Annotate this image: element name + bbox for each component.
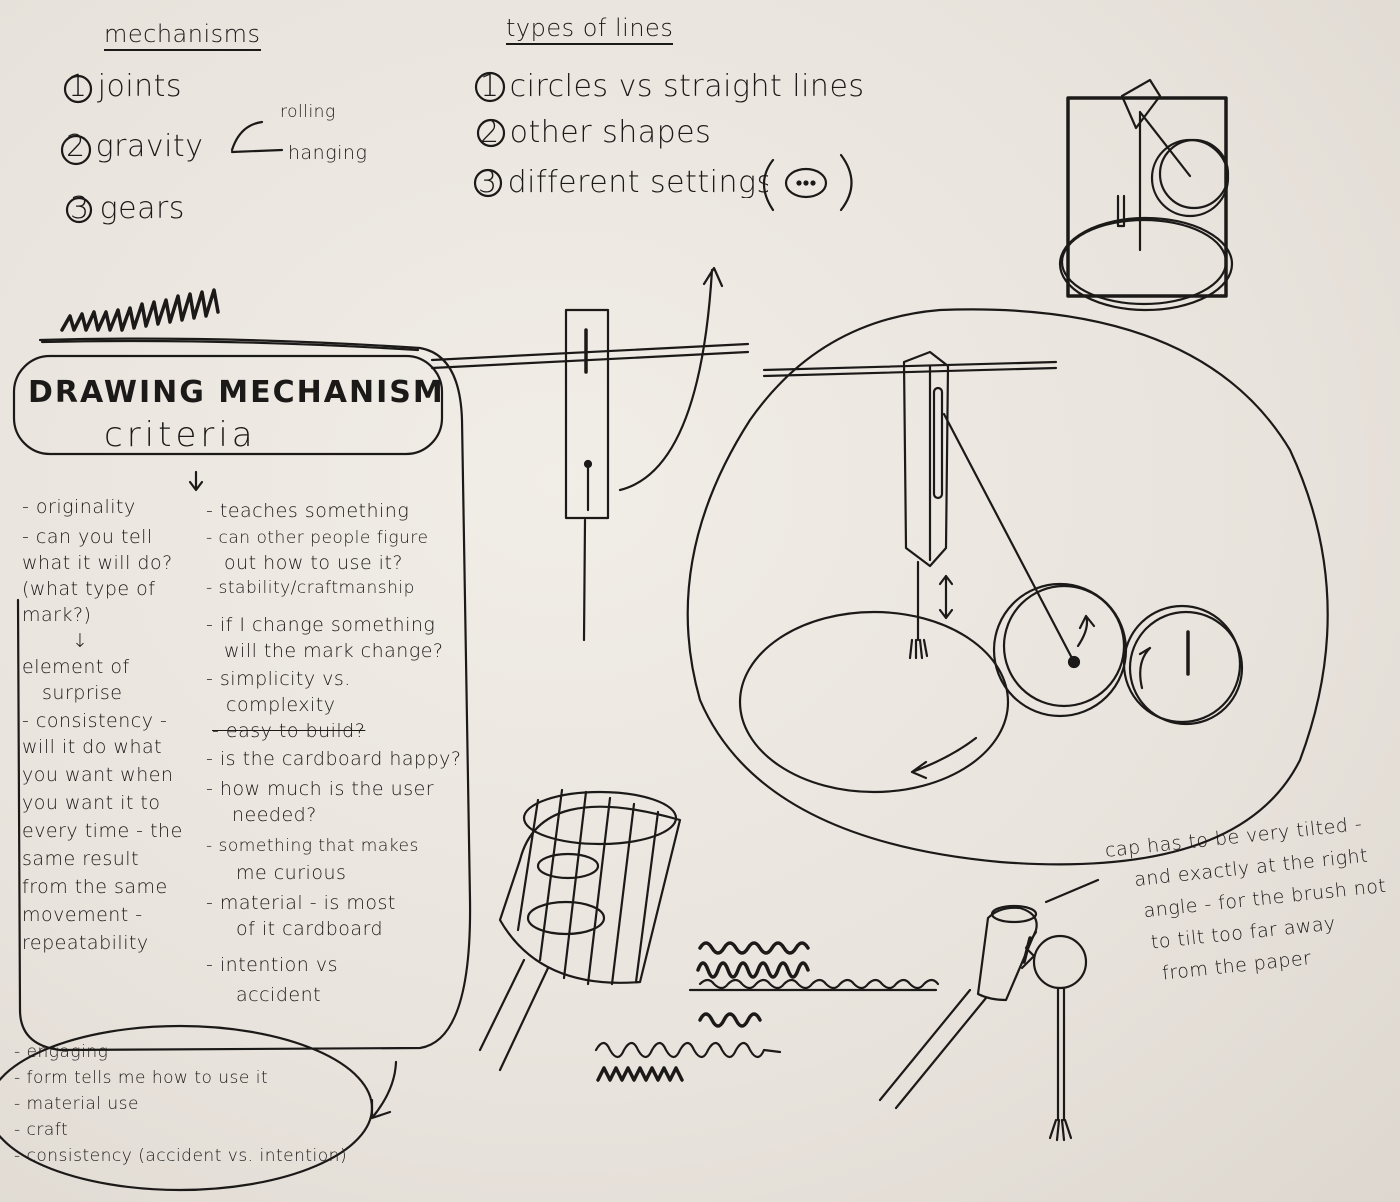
criteria-left-line: surprise — [22, 682, 222, 710]
criteria-left-line: - originality — [22, 496, 222, 526]
criteria-right-line: - something that makes — [206, 836, 462, 862]
criteria-right-line: - can other people figure — [206, 528, 462, 552]
types-of-lines-heading: types of lines — [506, 16, 673, 45]
types-of-lines-item-2: 2 other shapes — [480, 118, 711, 148]
criteria-left-line: you want when — [22, 764, 222, 792]
criteria-left-line: what it will do? — [22, 552, 222, 578]
circled-list-item: - engaging — [14, 1042, 354, 1068]
criteria-left-line: element of — [22, 656, 222, 682]
criteria-right-line: me curious — [206, 862, 462, 892]
criteria-box-title: DRAWING MECHANISM — [28, 378, 445, 408]
criteria-right-line: will the mark change? — [206, 640, 462, 668]
criteria-right-line: of it cardboard — [206, 918, 462, 954]
criteria-left-line: movement - — [22, 904, 222, 932]
criteria-left-line: will it do what — [22, 736, 222, 764]
criteria-right-line-struck: - easy to build? — [206, 720, 462, 748]
mechanism-item-gravity: 2 gravity — [66, 132, 203, 162]
criteria-left-column: - originality - can you tell what it wil… — [22, 496, 222, 960]
pole-sketch — [432, 268, 748, 640]
small-box-sketch — [1060, 80, 1232, 310]
criteria-left-line: mark?) — [22, 604, 222, 630]
mechanism-item-joints: 1 joints — [68, 72, 182, 102]
types-of-lines-item-3: 3 different settings ( (···) ) — [478, 168, 768, 198]
criteria-box-subtitle: criteria — [104, 418, 257, 452]
circled-list-item: - craft — [14, 1120, 354, 1146]
criteria-right-line: - intention vs — [206, 954, 462, 984]
criteria-left-line: from the same — [22, 876, 222, 904]
criteria-right-line: out how to use it? — [206, 552, 462, 578]
mechanism-item-gears: 3 gears — [70, 194, 185, 224]
main-mechanism-sketch — [688, 309, 1328, 864]
criteria-left-line: repeatability — [22, 932, 222, 960]
criteria-right-line: - how much is the user — [206, 778, 462, 804]
gravity-branch-rolling: rolling — [280, 104, 336, 121]
mark-scribbles — [596, 943, 938, 1080]
criteria-right-line: needed? — [206, 804, 462, 836]
criteria-right-line: accident — [206, 984, 462, 1010]
hatched-cylinder-sketch — [480, 790, 680, 1070]
criteria-right-column: - teaches something - can other people f… — [206, 500, 462, 1010]
circled-list: - engaging - form tells me how to use it… — [14, 1042, 354, 1172]
criteria-left-arrow: ↓ — [22, 630, 222, 656]
criteria-left-line: - can you tell — [22, 526, 222, 552]
brush-holder-sketch — [880, 880, 1098, 1140]
circled-list-item: - consistency (accident vs. intention) — [14, 1146, 354, 1172]
gravity-branch-hanging: hanging — [288, 144, 367, 163]
criteria-left-line: (what type of — [22, 578, 222, 604]
criteria-right-line: - stability/craftmanship — [206, 578, 462, 614]
criteria-left-line: every time - the — [22, 820, 222, 848]
criteria-right-line: - if I change something — [206, 614, 462, 640]
mechanisms-heading: mechanisms — [104, 22, 261, 51]
cap-annotation: cap has to be very tilted - and exactly … — [1104, 809, 1400, 999]
circled-list-item: - material use — [14, 1094, 354, 1120]
criteria-left-line: same result — [22, 848, 222, 876]
criteria-right-line: - simplicity vs. — [206, 668, 462, 694]
criteria-right-line: - is the cardboard happy? — [206, 748, 462, 778]
spring-scribble — [62, 290, 218, 330]
criteria-left-line: - consistency - — [22, 710, 222, 736]
criteria-right-line: - teaches something — [206, 500, 462, 528]
criteria-left-line: you want it to — [22, 792, 222, 820]
criteria-right-line: complexity — [206, 694, 462, 720]
circled-list-item: - form tells me how to use it — [14, 1068, 354, 1094]
criteria-right-line: - material - is most — [206, 892, 462, 918]
types-of-lines-item-1: 1 circles vs straight lines — [480, 72, 865, 102]
